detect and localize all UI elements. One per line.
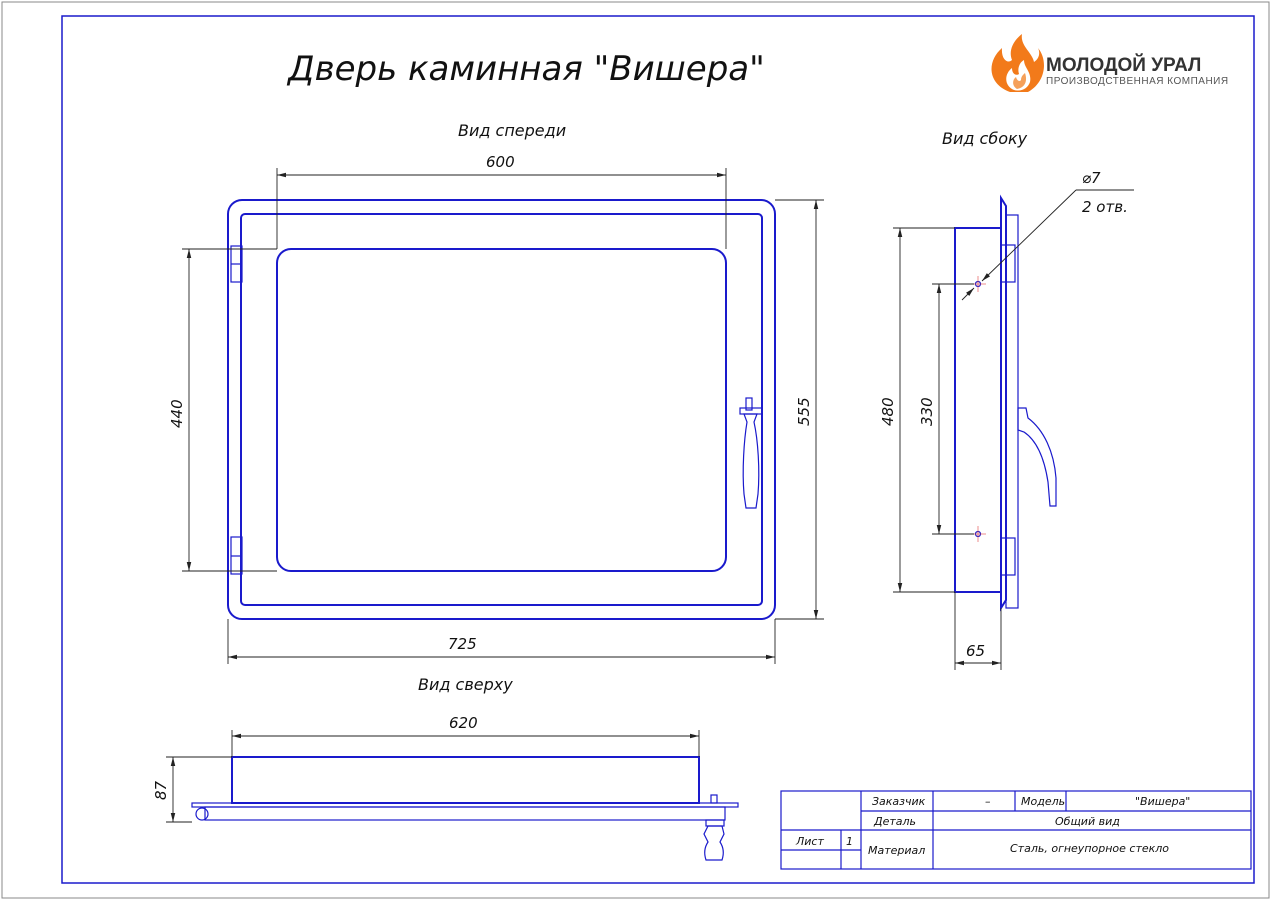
side-handle [1017,407,1057,507]
tb-customer-value: – [985,795,991,808]
title-block: Заказчик – Модель "Вишера" Деталь Общий … [780,790,1252,870]
top-view: 620 87 [152,714,739,861]
logo-subtitle: ПРОИЗВОДСТВЕННАЯ КОМПАНИЯ [1046,76,1229,87]
top-hinge [195,807,209,821]
logo-name: МОЛОДОЙ УРАЛ [1046,54,1201,76]
dim-side-depth: 65 [966,642,985,660]
tb-sheet-value: 1 [846,835,853,848]
tb-customer-label: Заказчик [872,795,926,808]
dim-top-depth: 87 [152,780,170,800]
dim-glass-width: 600 [486,153,515,171]
side-view-label: Вид сбоку [942,129,1028,148]
side-door-leaf [1005,214,1019,609]
dim-hole-diameter: ⌀7 [1082,169,1101,187]
front-inner-frame [240,213,763,606]
tb-detail-value: Общий вид [1055,815,1120,828]
door-handle [739,397,763,509]
dim-hole-spacing: 330 [918,397,936,426]
dim-side-height: 480 [879,397,897,426]
tb-sheet-label: Лист [795,835,824,848]
tb-model-value: "Вишера" [1135,795,1190,808]
dim-total-height: 555 [795,397,813,426]
front-view-label: Вид спереди [458,121,566,140]
dim-glass-height: 440 [168,399,186,428]
drawing-title: Дверь каминная "Вишера" [286,49,765,89]
tb-detail-label: Деталь [873,815,916,828]
side-view: ⌀7 2 отв. 480 330 65 [879,169,1134,670]
front-outer-frame [227,199,776,620]
tb-material-label: Материал [868,844,925,857]
tb-model-label: Модель [1021,795,1065,808]
flame-icon [991,34,1044,92]
side-hinge-top [1000,244,1016,283]
dim-hole-count: 2 отв. [1082,198,1128,216]
top-handle-pin [710,794,718,804]
top-body [231,756,700,804]
side-hinge-bottom [1000,537,1016,576]
dim-top-width: 620 [449,714,478,732]
side-front-plate [1000,194,1007,612]
top-handle [703,819,725,861]
front-glass [276,248,727,572]
company-logo: МОЛОДОЙ УРАЛ ПРОИЗВОДСТВЕННАЯ КОМПАНИЯ [991,34,1229,92]
top-door-leaf [204,806,726,821]
front-view: 600 440 555 725 [168,153,824,664]
dim-total-width: 725 [448,635,477,653]
tb-material-value: Сталь, огнеупорное стекло [1010,842,1169,855]
top-view-label: Вид сверху [418,675,513,694]
drawing-frame [61,15,1255,884]
